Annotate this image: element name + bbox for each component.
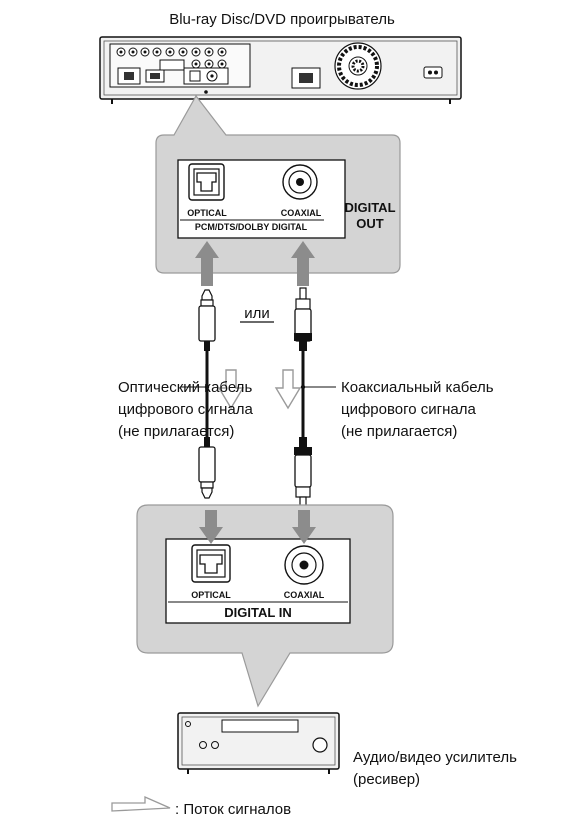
- optical-cable-leader-dot: [204, 384, 210, 390]
- coaxial-cable-label-line3: (не прилагается): [341, 423, 457, 440]
- optical-out-arrow-icon: [195, 241, 219, 286]
- coaxial-out-arrow-icon: [291, 241, 315, 286]
- coaxial-in-jack-icon: [284, 545, 324, 585]
- digital-in-callout: OPTICAL COAXIAL DIGITAL IN: [136, 504, 394, 708]
- in-coaxial-label: COAXIAL: [284, 590, 325, 600]
- av-receiver: [177, 712, 340, 774]
- signal-arrows-out: [195, 241, 315, 286]
- optical-cable-label-line2: цифрового сигнала: [118, 401, 254, 418]
- optical-cable: [198, 289, 216, 499]
- optical-signal-flow-icon: [217, 369, 245, 410]
- signal-flow-legend-icon: [111, 796, 171, 812]
- player-back-panel: [99, 36, 462, 104]
- receiver-label-line1: Аудио/видео усилитель: [353, 749, 517, 766]
- coaxial-cable-leader-dot: [300, 384, 306, 390]
- out-coaxial-label: COAXIAL: [281, 208, 322, 218]
- optical-in-arrow-icon: [199, 510, 223, 544]
- coaxial-cable: [294, 287, 312, 509]
- optical-in-jack-icon: [191, 544, 231, 583]
- optical-cable-label-line1: Оптический кабель: [118, 379, 252, 396]
- digital-out-label-line2: OUT: [356, 216, 384, 231]
- digital-in-label: DIGITAL IN: [224, 605, 291, 620]
- coaxial-in-arrow-icon: [292, 510, 316, 544]
- digital-out-label-line1: DIGITAL: [344, 200, 395, 215]
- digital-out-callout: OPTICAL COAXIAL PCM/DTS/DOLBY DIGITAL DI…: [155, 94, 401, 274]
- optical-cable-label-line3: (не прилагается): [118, 423, 234, 440]
- out-optical-label: OPTICAL: [187, 208, 227, 218]
- legend-label: : Поток сигналов: [175, 801, 291, 818]
- coaxial-cable-label-line2: цифрового сигнала: [341, 401, 477, 418]
- receiver-label-line2: (ресивер): [353, 771, 420, 788]
- coaxial-out-jack-icon: [282, 164, 318, 200]
- signal-arrows-in: [199, 510, 316, 544]
- coaxial-signal-flow-icon: [274, 369, 302, 410]
- optical-out-jack-icon: [188, 163, 225, 201]
- in-optical-label: OPTICAL: [191, 590, 231, 600]
- out-formats-label: PCM/DTS/DOLBY DIGITAL: [195, 222, 308, 232]
- player-title: Blu-ray Disc/DVD проигрыватель: [169, 11, 395, 28]
- or-label: или: [244, 305, 270, 322]
- coaxial-cable-label-line1: Коаксиальный кабель: [341, 379, 494, 396]
